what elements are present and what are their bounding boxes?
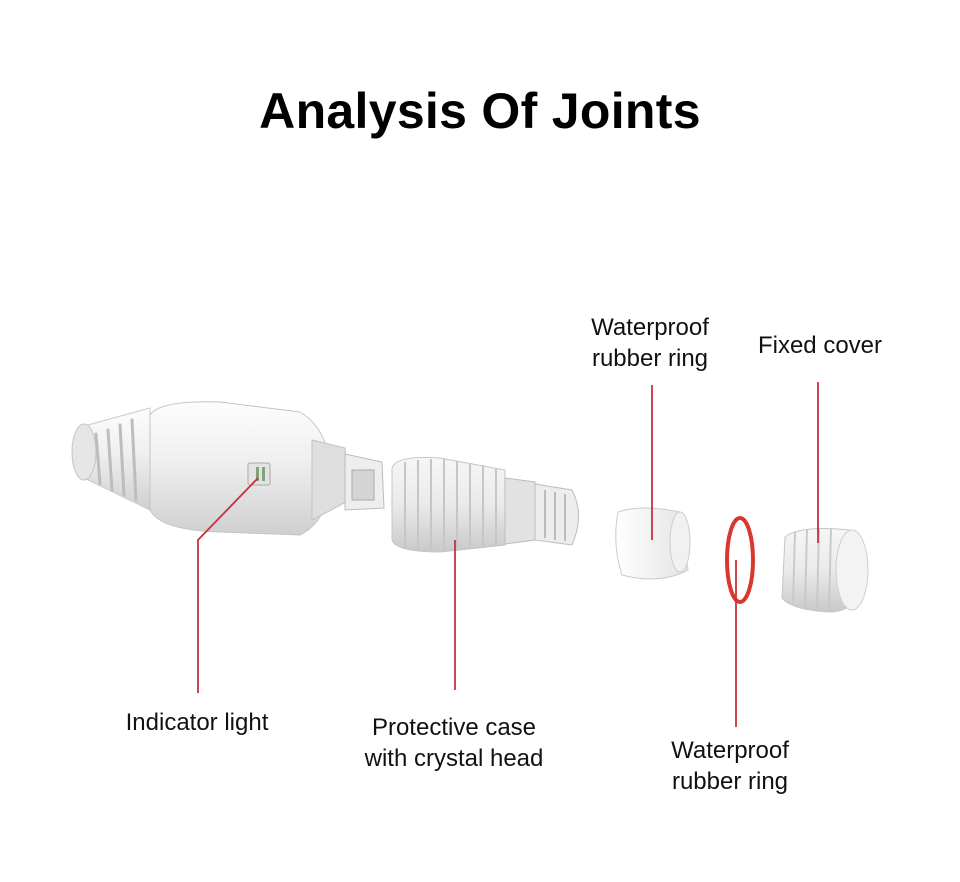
label-waterproof-ring-top: Waterproof rubber ring [591, 314, 709, 372]
case-ridges [404, 459, 497, 552]
protective-case [391, 457, 579, 553]
crystal-head-fingers [544, 490, 566, 541]
page-title: Analysis Of Joints [259, 83, 701, 139]
vent-slots [94, 418, 138, 502]
label-waterproof-ring-bottom: Waterproof rubber ring [671, 737, 789, 795]
indicator-led-1 [256, 467, 259, 481]
label-indicator-light: Indicator light [125, 709, 269, 736]
rj45-socket [351, 469, 375, 501]
indicator-led-2 [262, 467, 265, 481]
connector-body [71, 401, 385, 536]
red-o-ring [725, 516, 755, 604]
rubber-plug [615, 507, 691, 580]
callout-indicator-light [197, 477, 259, 693]
callout-lines [197, 382, 819, 727]
label-protective-case: Protective case with crystal head [364, 714, 544, 772]
cover-ridges [792, 527, 832, 611]
fixed-cover [781, 527, 869, 613]
label-fixed-cover: Fixed cover [757, 332, 883, 359]
